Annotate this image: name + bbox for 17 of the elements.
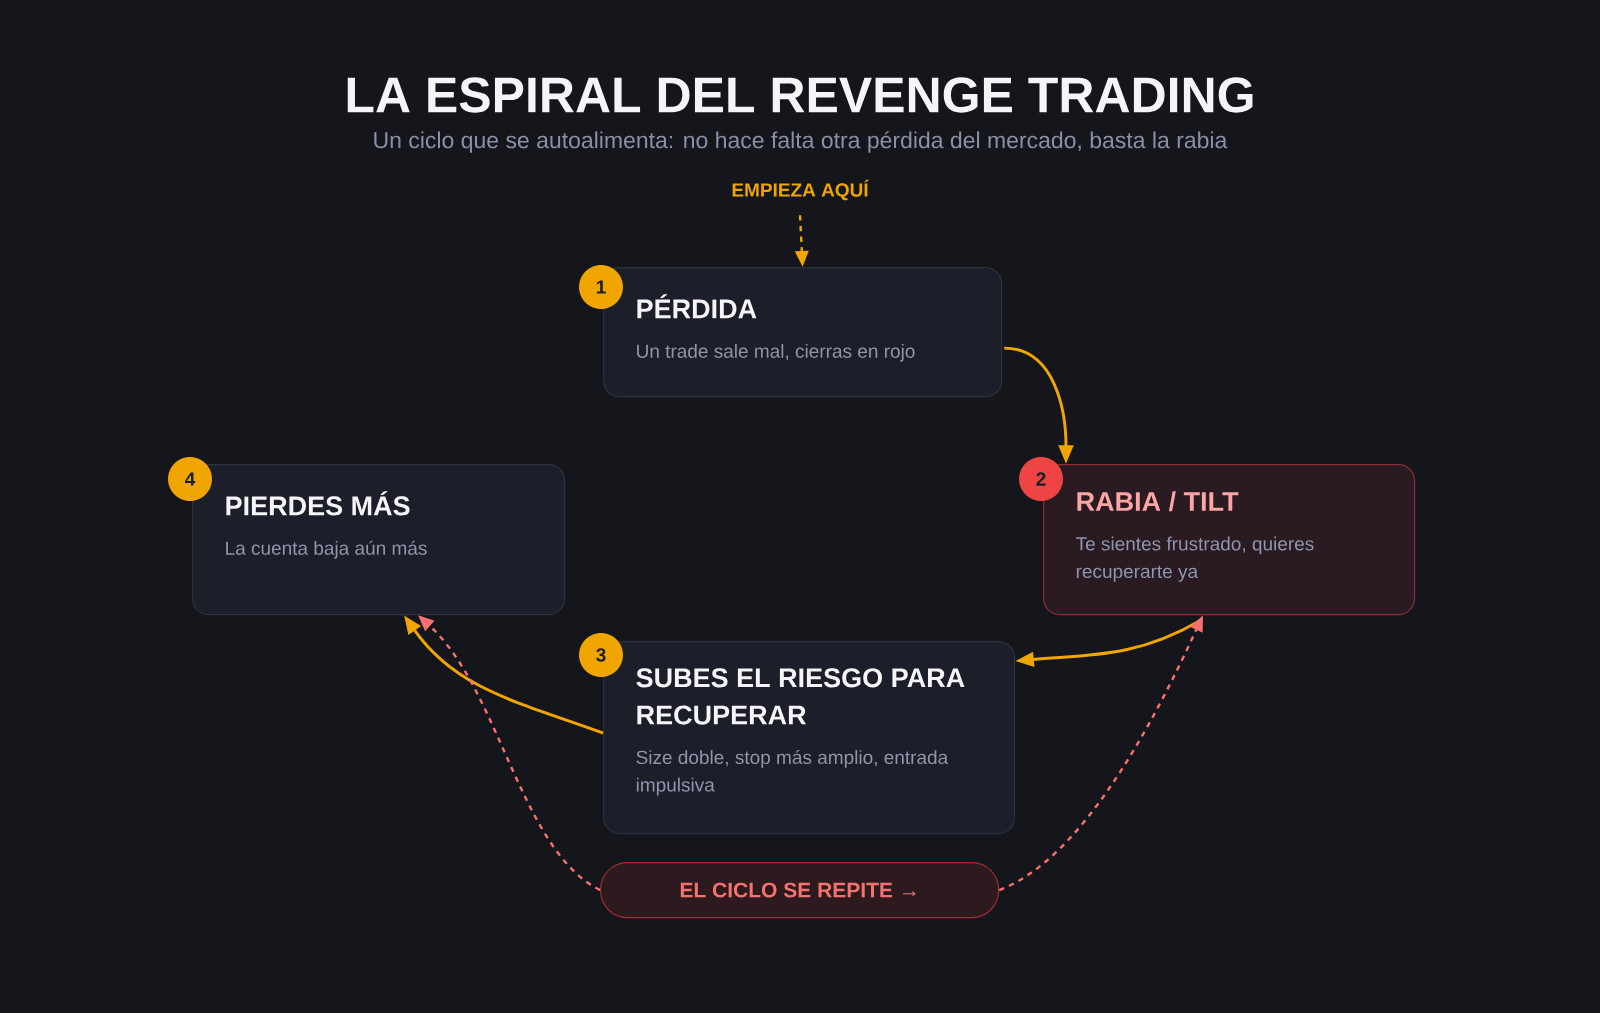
card-title: SUBES EL RIESGO PARA RECUPERAR <box>636 668 965 725</box>
pill-text: EL CICLO SE REPITE → <box>680 882 916 898</box>
card-title: RABIA / TILT <box>1077 491 1239 512</box>
subtitle: Un ciclo que se autoalimenta: no hace falta otra pérdida del mercado, basta la rabia <box>374 131 1228 153</box>
cycle-pill <box>600 862 1000 919</box>
number-badge: 1 <box>579 265 623 309</box>
card-text: Size doble, stop más amplio, entrada impulsiva <box>636 749 949 796</box>
number-badge: 4 <box>168 457 212 501</box>
card-text: Un trade sale mal, cierras en rojo <box>637 343 915 362</box>
title: LA ESPIRAL DEL REVENGE TRADING <box>347 77 1253 113</box>
start-label: EMPIEZA AQUÍ <box>732 179 870 201</box>
number-badge: 3 <box>579 633 623 677</box>
card-text: La cuenta baja aún más <box>226 540 427 559</box>
card-text: Te sientes frustrado, quieres recuperarte ya <box>1076 536 1314 582</box>
card-title: PÉRDIDA <box>637 294 757 319</box>
card-title: PIERDES MÁS <box>226 491 410 516</box>
number-badge: 2 <box>1019 457 1063 501</box>
